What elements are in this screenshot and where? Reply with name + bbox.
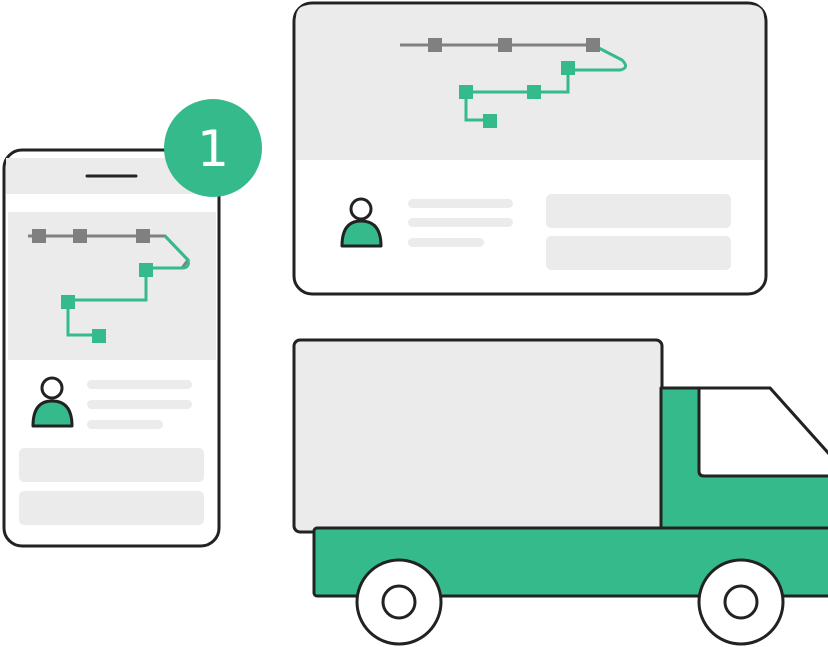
route-stop-gray: [428, 38, 442, 52]
truck-cargo-box: [292, 338, 664, 534]
avatar-body: [31, 399, 74, 428]
phone-placeholder-button[interactable]: [19, 491, 204, 525]
avatar-body: [340, 219, 383, 248]
phone: [2, 148, 221, 548]
window-placeholder-button[interactable]: [546, 194, 731, 228]
route-stop-gray: [586, 38, 600, 52]
route-stop-green: [561, 61, 575, 75]
truck-wheel: [355, 558, 443, 646]
avatar-head: [349, 197, 373, 221]
route-stop-green: [61, 295, 75, 309]
dashboard-window: [292, 1, 768, 296]
text-placeholder-line: [87, 420, 163, 429]
user-avatar-icon: [340, 197, 383, 248]
route-map-icon: [28, 229, 190, 343]
window-placeholder-button[interactable]: [546, 236, 731, 270]
route-map-icon: [400, 38, 627, 128]
text-placeholder-line: [408, 199, 513, 208]
text-placeholder-line: [408, 238, 484, 247]
step-badge: 1: [164, 99, 262, 197]
window-map-panel: [296, 5, 764, 160]
badge-number: 1: [197, 120, 229, 178]
truck-wheel: [697, 558, 785, 646]
route-stop-gray: [136, 229, 150, 243]
phone-placeholder-button[interactable]: [19, 448, 204, 482]
wheel-hub: [723, 584, 759, 620]
route-stop-green: [527, 85, 541, 99]
user-avatar-icon: [31, 376, 74, 428]
text-placeholder-line: [408, 218, 513, 227]
badge-circle: [164, 99, 262, 197]
route-stop-gray: [498, 38, 512, 52]
route-stop-green: [483, 114, 497, 128]
wheel-hub: [381, 584, 417, 620]
route-stop-green: [92, 329, 106, 343]
delivery-truck-icon: [292, 338, 828, 646]
text-placeholder-line: [87, 380, 192, 389]
truck-chassis: [312, 526, 828, 598]
text-placeholder-line: [87, 400, 192, 409]
route-stop-green: [139, 263, 153, 277]
truck-window: [697, 386, 828, 478]
route-stop-green: [459, 85, 473, 99]
route-stop-gray: [32, 229, 46, 243]
avatar-head: [40, 376, 64, 400]
route-stop-gray: [73, 229, 87, 243]
phone-route-green-line: [66, 234, 190, 337]
